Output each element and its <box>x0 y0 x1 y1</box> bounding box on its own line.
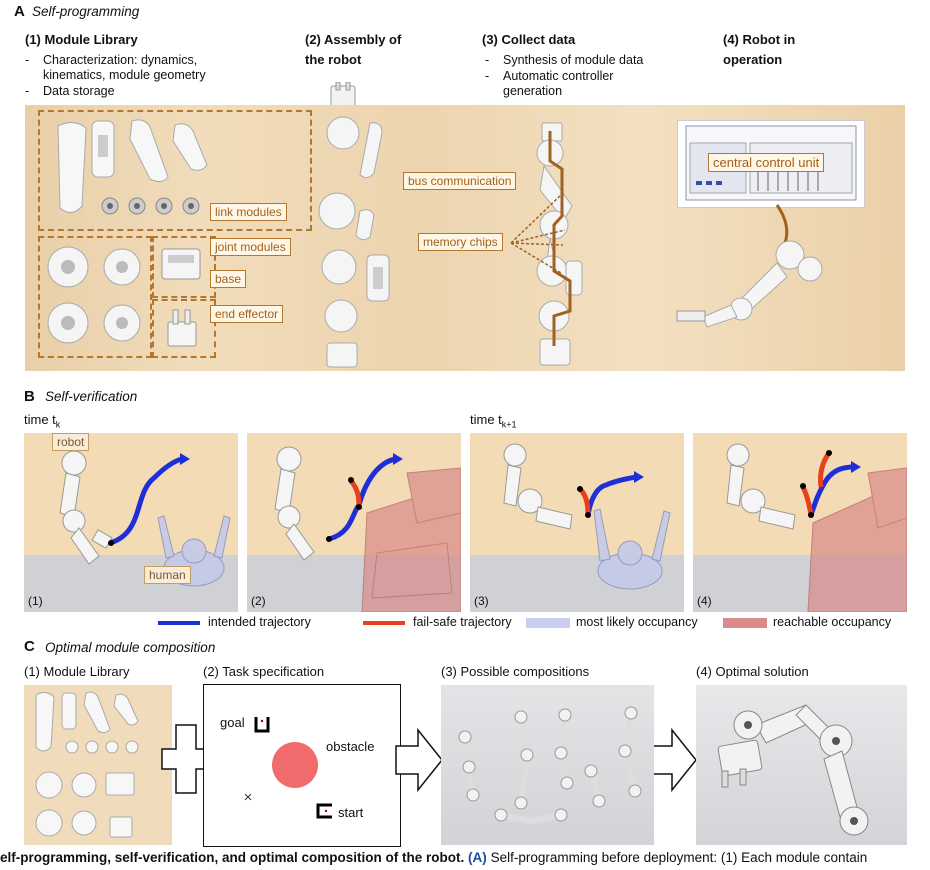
arrow-right-icon-1 <box>395 728 443 792</box>
base-label: base <box>210 270 247 288</box>
module-library-heading: (1) Module Library <box>25 32 138 47</box>
panel-3-number: (3) <box>474 594 489 608</box>
caption-bold: elf-programming, self-verification, and … <box>0 850 465 865</box>
connector-top-icon <box>330 82 356 107</box>
section-a-letter: A <box>14 3 25 20</box>
assembly-parts-icon <box>318 116 390 368</box>
verification-legend: intended trajectory fail-safe trajectory… <box>158 614 908 632</box>
compositions-robots-icon <box>458 706 642 825</box>
legend-swatch-likely <box>526 618 570 628</box>
optimal-robot-icon <box>717 704 869 836</box>
arrow-right-icon-2 <box>649 728 697 792</box>
caption-text: Self-programming before deployment: (1) … <box>490 850 868 865</box>
figure-caption: elf-programming, self-verification, and … <box>0 850 930 865</box>
task-specification-box: goal obstacle start <box>203 684 401 847</box>
legend-label-likely: most likely occupancy <box>576 615 698 629</box>
joint-modules-icon <box>47 246 141 344</box>
obstacle-label: obstacle <box>326 739 375 754</box>
verification-panel-3: (3) <box>470 433 684 612</box>
end-effector-label: end effector <box>210 305 284 323</box>
joint-modules-label: joint modules <box>210 238 291 256</box>
goal-marker-icon <box>254 717 270 733</box>
section-b-letter: B <box>24 388 35 405</box>
bullet-dash-2: - <box>25 84 30 98</box>
panel-1-number: (1) <box>28 594 43 608</box>
panel-3-scene-icon <box>503 443 671 590</box>
possible-compositions-image <box>441 685 654 845</box>
time-tk1-label: time tk+1 <box>470 412 517 430</box>
human-label: human <box>144 566 191 584</box>
optimal-solution-image <box>696 685 907 845</box>
obstacle-circle-icon <box>272 742 318 788</box>
start-marker-icon <box>316 803 332 819</box>
origin-marker-icon <box>244 793 252 801</box>
time-tk-label: time tk <box>24 412 61 430</box>
bullet-data-storage: Data storage <box>43 84 115 98</box>
verification-panel-2: (2) <box>247 433 461 612</box>
c-modules-icon <box>35 691 139 838</box>
panel-2-number: (2) <box>251 594 266 608</box>
robot-label: robot <box>52 433 90 451</box>
time-tk1-subscript: k+1 <box>501 419 517 430</box>
start-label: start <box>338 805 364 820</box>
bus-communication-label: bus communication <box>403 172 517 190</box>
module-library-photo-panel: link modules joint modules base end effe… <box>25 105 905 371</box>
legend-swatch-reachable <box>723 618 767 628</box>
bullet-dash-1: - <box>25 53 30 67</box>
panel-1-scene-icon <box>59 450 231 587</box>
verification-panel-4: (4) <box>693 433 907 612</box>
assembly-heading-line1: (2) Assembly of <box>305 32 402 47</box>
base-group <box>152 236 216 298</box>
goal-label: goal <box>220 715 245 730</box>
panel-4-number: (4) <box>697 594 712 608</box>
joint-modules-group <box>38 236 152 358</box>
memory-chips-arrows <box>510 192 566 274</box>
link-modules-group <box>38 110 312 231</box>
legend-label-reachable: reachable occupancy <box>773 615 892 629</box>
bullet-automatic-controller: Automatic controller <box>503 69 614 83</box>
legend-swatch-failsafe <box>363 621 405 625</box>
section-b-title: Self-verification <box>45 389 138 404</box>
base-icon <box>161 248 201 280</box>
c-module-library-image <box>24 685 172 845</box>
end-effector-group <box>152 299 216 358</box>
operating-robot-icon <box>676 204 823 328</box>
robot-operation-heading-line2: operation <box>723 52 783 67</box>
c-module-library-title: (1) Module Library <box>24 664 130 679</box>
verification-panel-1: robot human (1) <box>24 433 238 612</box>
c-possible-compositions-title: (3) Possible compositions <box>441 664 590 679</box>
section-a-title: Self-programming <box>32 4 140 19</box>
bullet-synthesis: Synthesis of module data <box>503 53 644 67</box>
legend-label-intended: intended trajectory <box>208 615 311 629</box>
assembled-robot-icon <box>536 122 583 366</box>
central-control-unit-label: central control unit <box>708 153 825 172</box>
assembly-heading-line2: the robot <box>305 52 362 67</box>
section-c-letter: C <box>24 638 35 655</box>
bullet-generation: generation <box>503 84 563 98</box>
c-task-specification-title: (2) Task specification <box>203 664 325 679</box>
memory-chips-label: memory chips <box>418 233 503 251</box>
time-tk-subscript: k <box>55 419 61 430</box>
bullet-dash-4: - <box>485 69 490 83</box>
collect-data-heading: (3) Collect data <box>482 32 576 47</box>
legend-label-failsafe: fail-safe trajectory <box>413 615 512 629</box>
plus-icon <box>161 724 211 794</box>
panel-4-scene-icon <box>726 443 907 612</box>
bullet-characterization: Characterization: dynamics, <box>43 53 198 67</box>
robot-operation-heading-line1: (4) Robot in <box>723 32 796 47</box>
section-c-title: Optimal module composition <box>45 640 216 655</box>
bullet-kinematics: kinematics, module geometry <box>43 68 206 82</box>
caption-ref-a: (A) <box>468 850 487 865</box>
legend-swatch-intended <box>158 621 200 625</box>
end-effector-icon <box>167 309 197 347</box>
link-modules-label: link modules <box>210 203 287 221</box>
link-modules-icon <box>57 119 208 215</box>
bullet-dash-3: - <box>485 53 490 67</box>
c-optimal-solution-title: (4) Optimal solution <box>696 664 809 679</box>
panel-2-scene-icon <box>274 446 461 612</box>
